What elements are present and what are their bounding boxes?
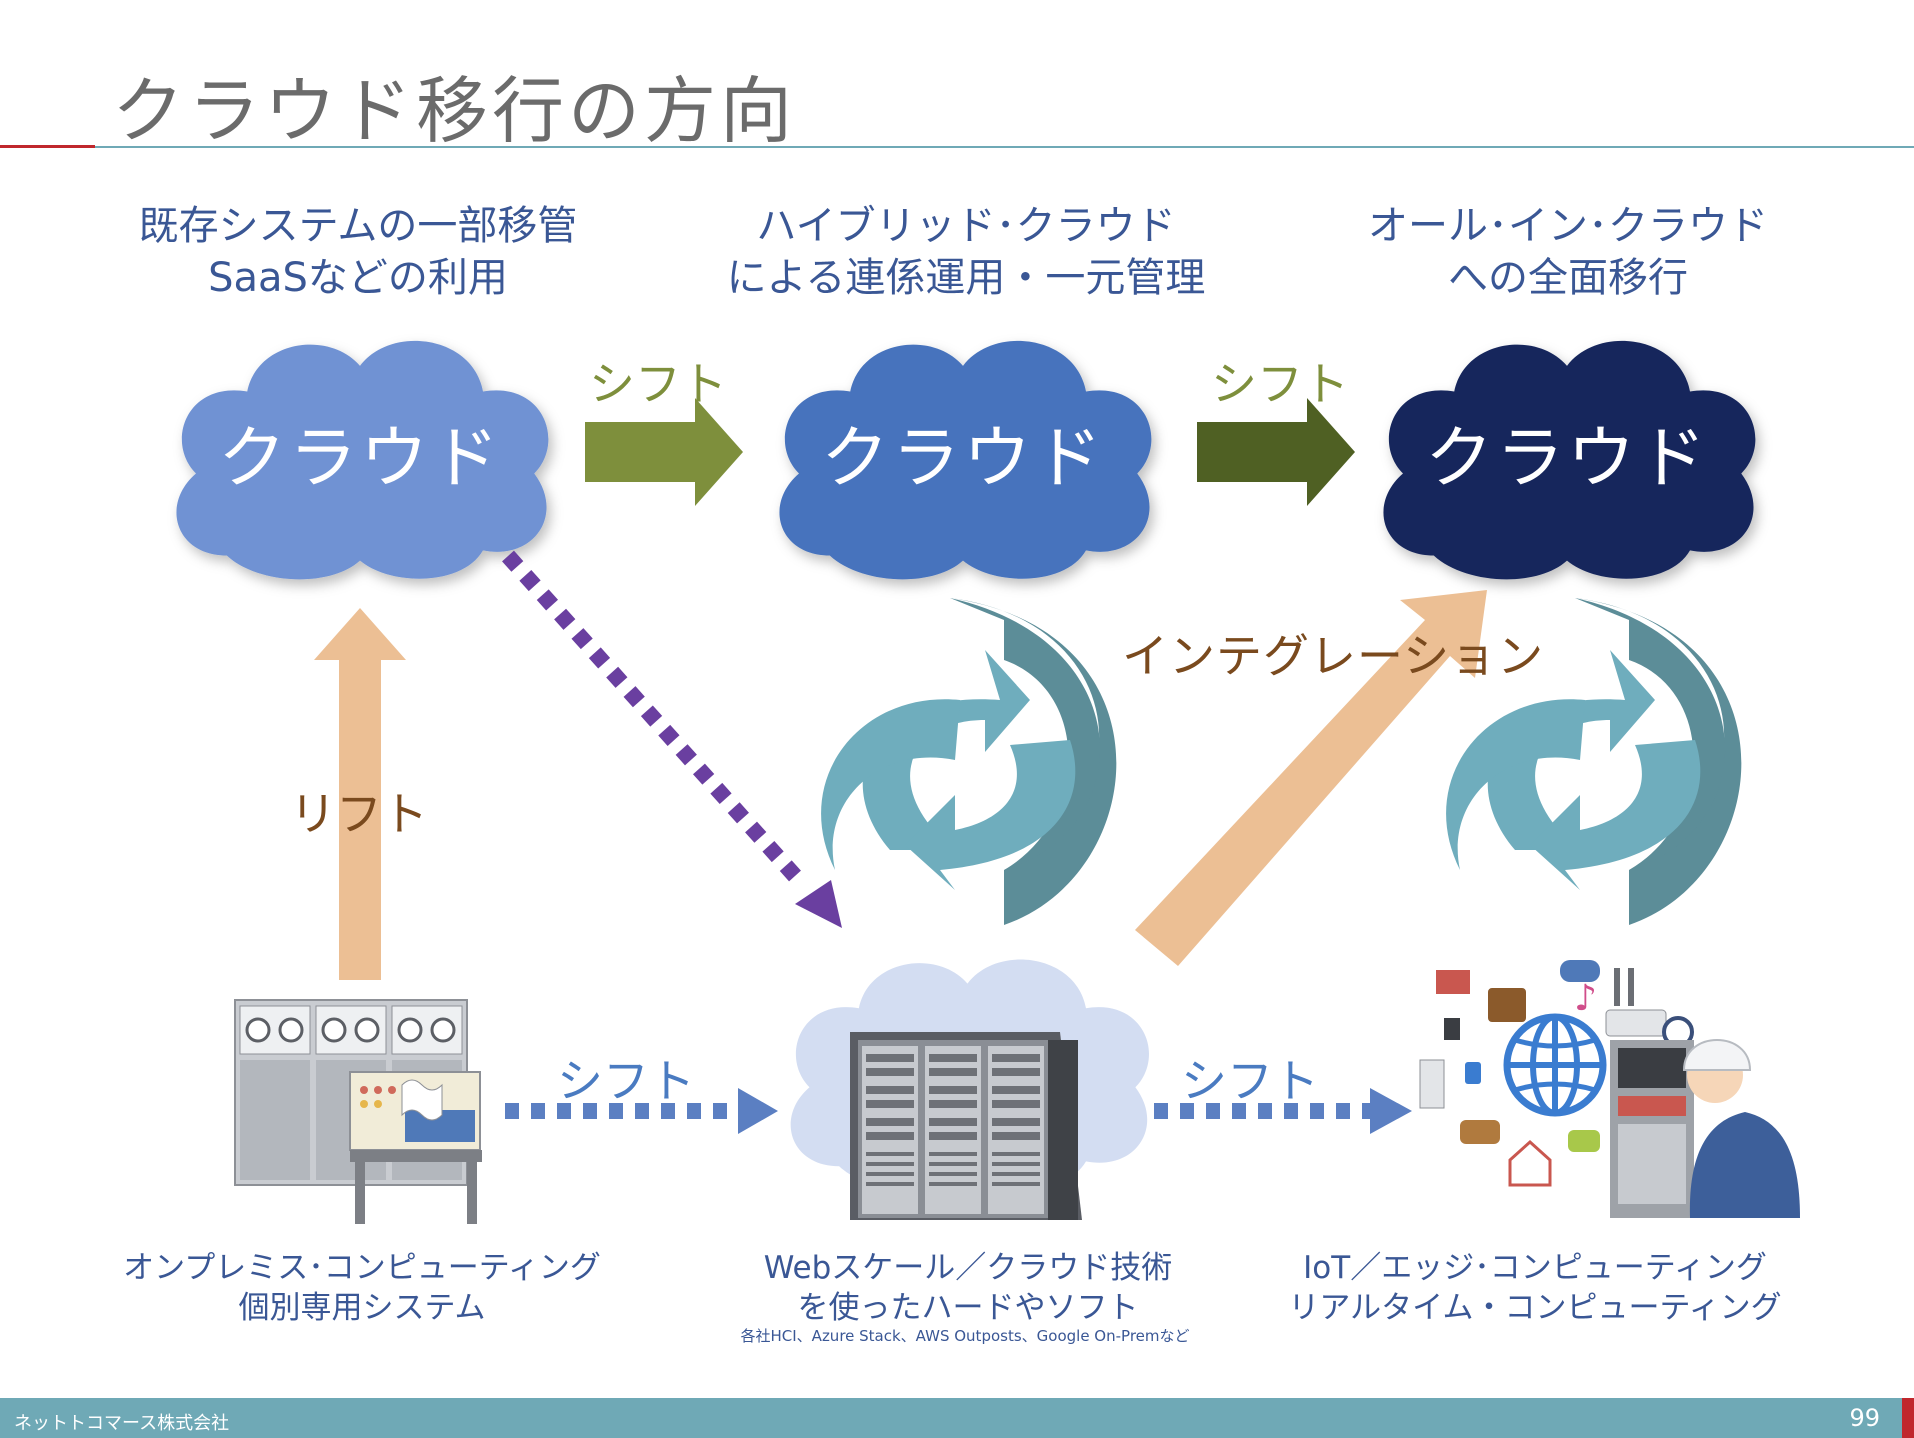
integration-arrow [1135,590,1487,966]
cloud-label-all-in: クラウド [1424,419,1710,499]
shift-label-top-1: シフト [589,357,727,411]
caption-line: を使ったハードやソフト [797,1290,1139,1326]
iot-edge-illustration: ♪ [1419,960,1800,1218]
heading-line: による連係運用・一元管理 [726,255,1206,301]
svg-text:♪: ♪ [1574,978,1597,1019]
footer-bar [0,1398,1902,1438]
company-name: ネットトコマース株式会社 [14,1413,230,1434]
title-rule [95,146,1914,148]
shift-label-bottom-2: シフト [1181,1054,1319,1108]
caption-line: 個別専用システム [238,1290,486,1326]
heading-line: への全面移行 [1448,255,1688,301]
shift-arrow-2 [1197,398,1355,506]
bottom-shift-head-2 [1370,1088,1412,1134]
heading-line: オール･イン･クラウド [1368,203,1768,249]
heading-all-in-cloud: オール･イン･クラウド への全面移行 [1368,200,1768,304]
cloud-label-hybrid: クラウド [820,419,1106,499]
diagram-graphics: ♪ [176,340,1800,1224]
heading-line: 既存システムの一部移管 [138,203,578,249]
shift-label-top-2: シフト [1211,357,1349,411]
caption-note-vendors: 各社HCI、Azure Stack、AWS Outposts、Google On… [740,1327,1190,1345]
server-rack-illustration [850,1032,1082,1220]
page-title: クラウド移行の方向 [112,69,797,153]
caption-line: Webスケール／クラウド技術 [763,1250,1173,1286]
heading-line: ハイブリッド･クラウド [756,203,1176,249]
caption-line: リアルタイム・コンピューティング [1288,1290,1782,1326]
caption-on-premise: オンプレミス･コンピューティング 個別専用システム [123,1248,601,1328]
shift-label-bottom-1: シフト [557,1054,695,1108]
caption-line: オンプレミス･コンピューティング [123,1250,601,1286]
cycle-arrows-hybrid [821,598,1117,925]
purple-dotted-arrow [502,550,801,882]
page-number: 99 [1849,1404,1880,1432]
heading-partial-migration: 既存システムの一部移管 SaaSなどの利用 [139,200,578,304]
lift-arrow [314,608,406,980]
shift-arrow-1 [585,398,743,506]
title-rule-accent [0,145,95,148]
purple-arrow-head [795,880,842,928]
heading-line: SaaSなどの利用 [208,255,508,301]
cloud-label-partial: クラウド [217,419,503,499]
footer-accent [1902,1398,1914,1438]
caption-iot-edge: IoT／エッジ･コンピューティング リアルタイム・コンピューティング [1288,1248,1781,1328]
cycle-arrows-all-in [1446,598,1742,925]
bottom-shift-head-1 [738,1088,778,1134]
heading-hybrid-cloud: ハイブリッド･クラウド による連係運用・一元管理 [727,200,1206,304]
integration-label: インテグレーション [1122,629,1545,683]
mainframe-illustration [234,999,482,1224]
caption-line: IoT／エッジ･コンピューティング [1303,1250,1767,1286]
caption-web-scale: Webスケール／クラウド技術 を使ったハードやソフト [764,1248,1173,1328]
lift-label: リフト [290,787,428,841]
